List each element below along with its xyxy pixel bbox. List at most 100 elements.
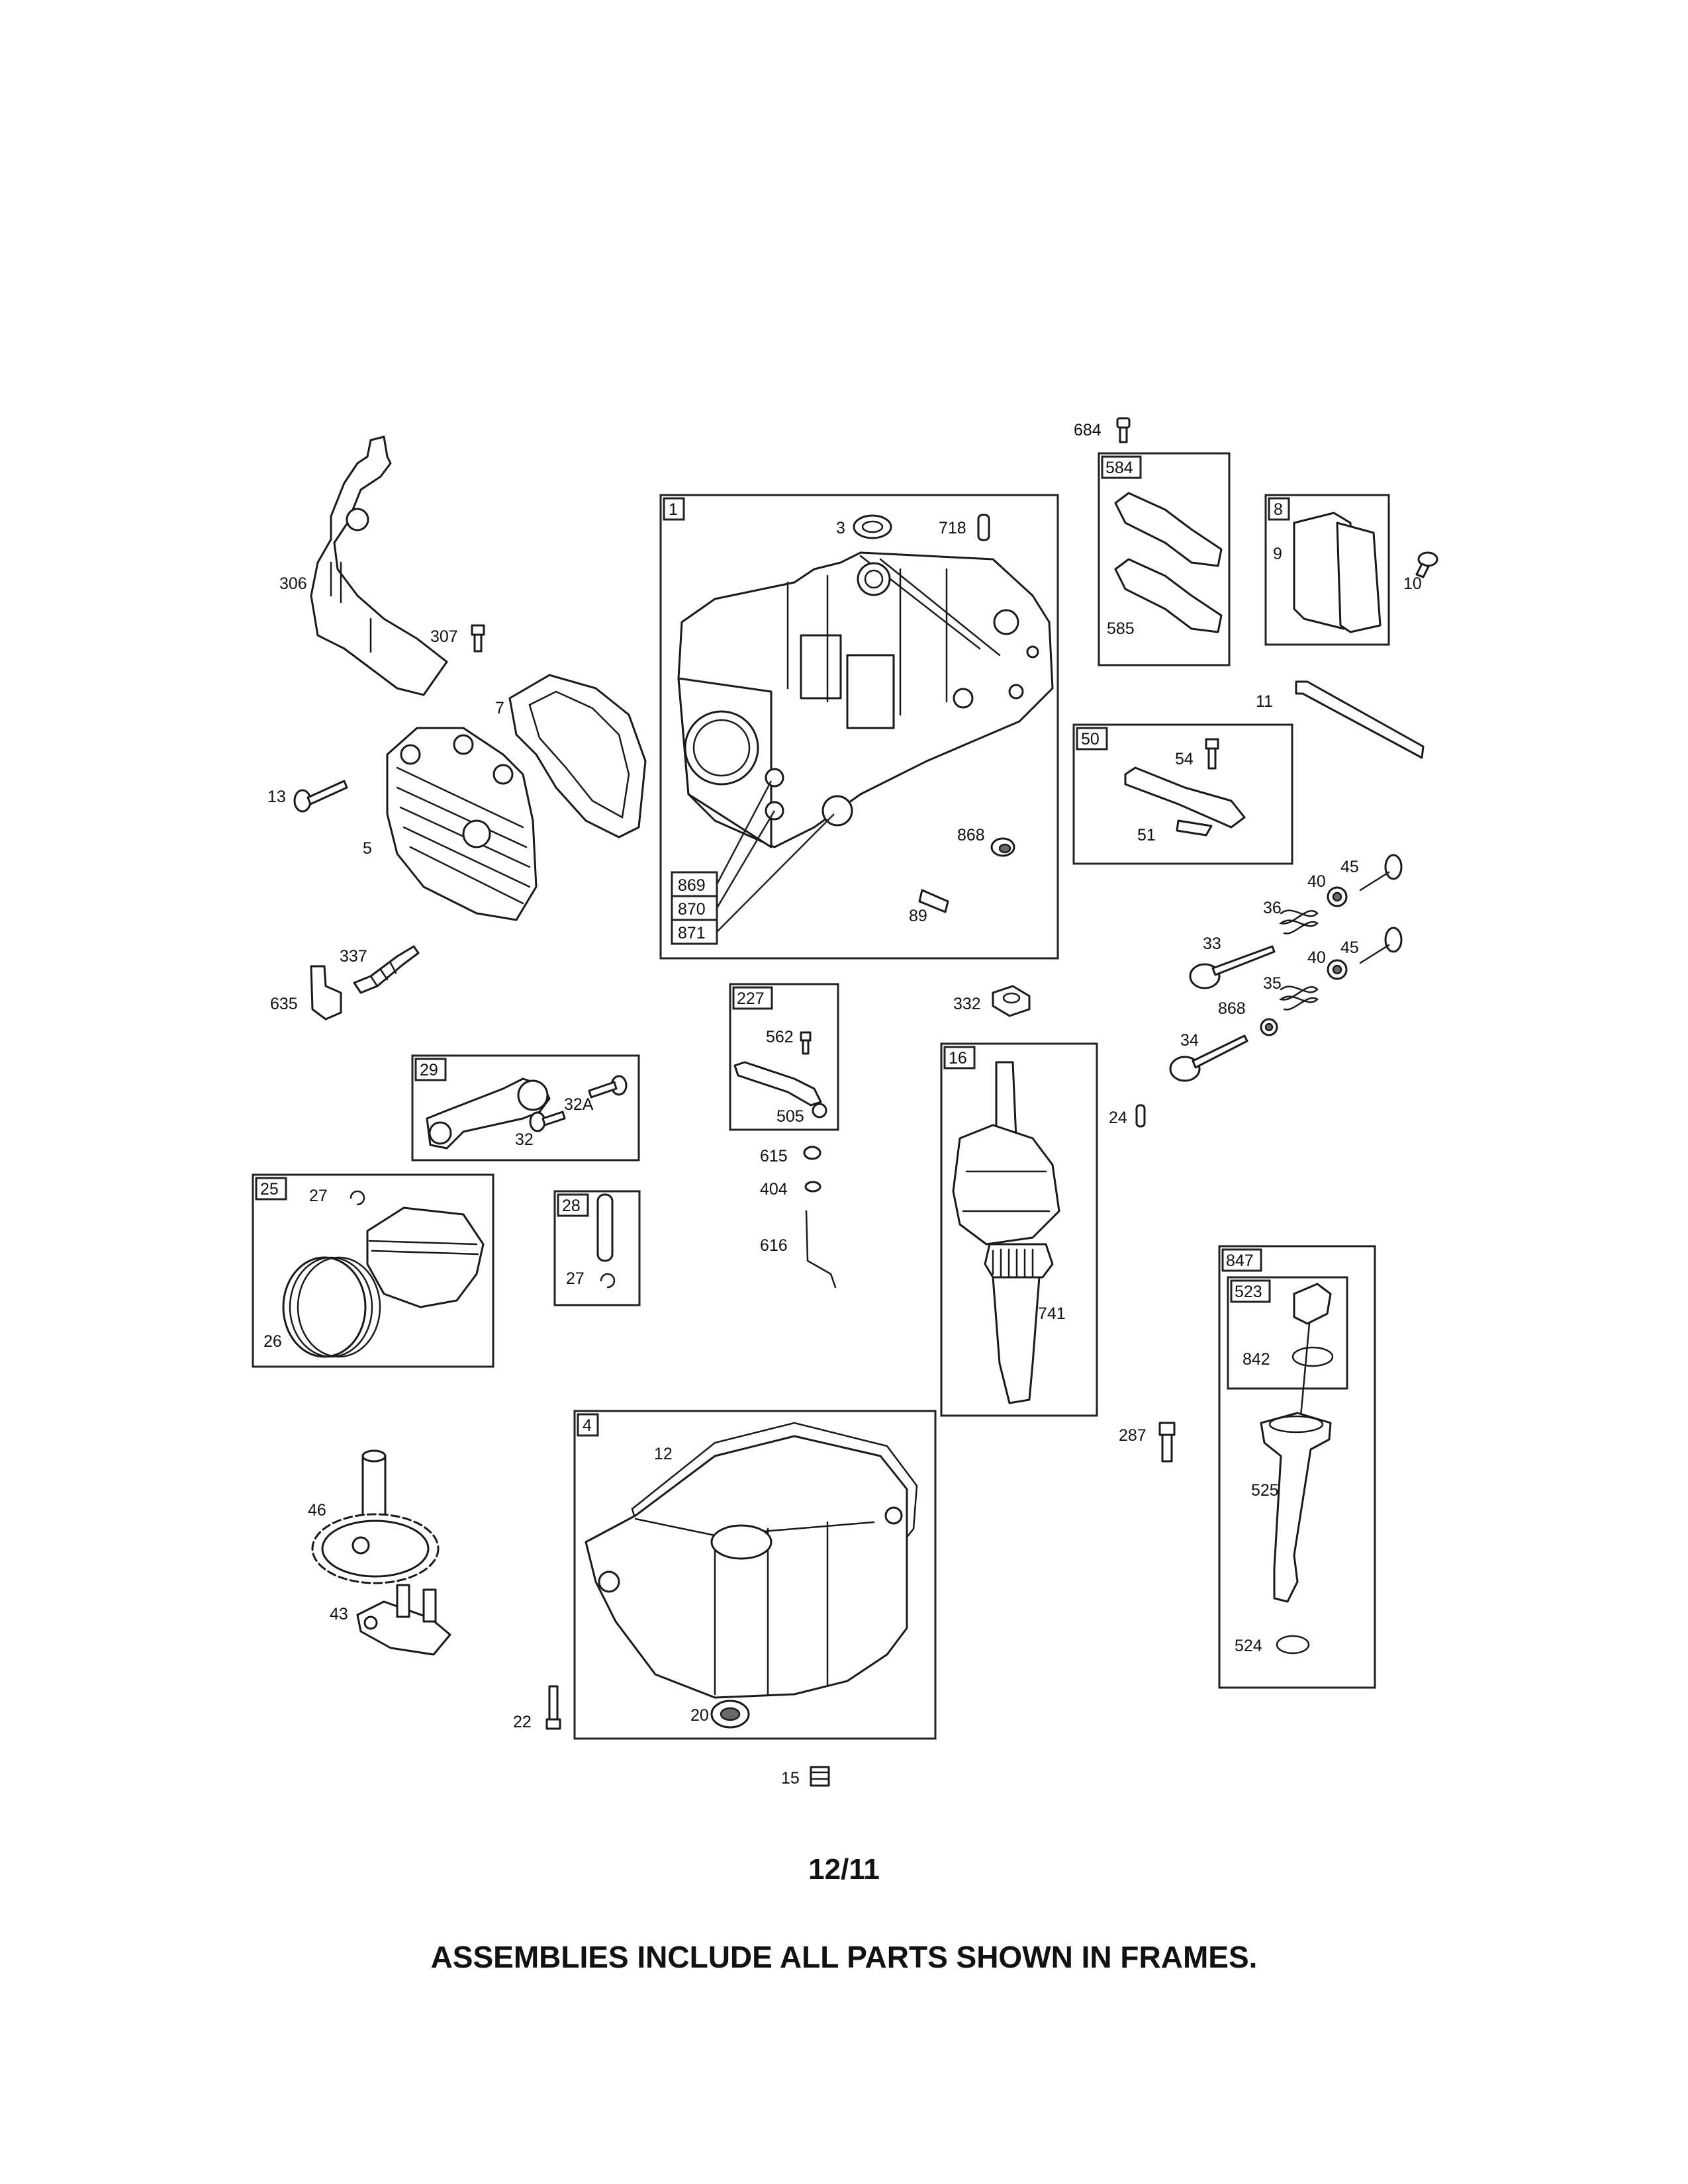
clip-27-piston: [350, 1190, 365, 1206]
pin-24: [1135, 1104, 1146, 1128]
frame-tag-523: 523: [1235, 1283, 1262, 1301]
label-11: 11: [1256, 692, 1273, 711]
label-741: 741: [1038, 1304, 1066, 1323]
label-524: 524: [1235, 1637, 1262, 1655]
label-306: 306: [279, 574, 307, 593]
valve-33: [1189, 945, 1276, 989]
label-870: 870: [678, 900, 706, 919]
label-13: 13: [267, 788, 286, 806]
frame-tag-1: 1: [669, 500, 678, 519]
label-40-upper: 40: [1307, 872, 1326, 891]
frame-227-governor-assembly: 227 562 505: [729, 983, 839, 1131]
gasket-585: [1114, 558, 1223, 633]
pin-89: [918, 889, 949, 913]
label-43: 43: [330, 1605, 348, 1623]
label-10: 10: [1403, 574, 1422, 593]
label-36: 36: [1263, 899, 1282, 917]
frame-tag-4: 4: [583, 1416, 592, 1435]
washer-404: [804, 1181, 821, 1193]
governor-shaft-616: [805, 1210, 837, 1289]
frame-tag-50: 50: [1081, 730, 1100, 749]
o-ring-842: [1291, 1346, 1334, 1367]
tube-11: [1295, 680, 1425, 759]
frame-tag-584: 584: [1105, 459, 1133, 477]
frame-tag-847: 847: [1226, 1251, 1254, 1270]
spark-plug-boot-635: [310, 965, 342, 1021]
label-89: 89: [909, 907, 927, 925]
camshaft-gear-46: [311, 1449, 440, 1584]
bracket-51: [1176, 819, 1213, 837]
seal-868-valve: [1260, 1018, 1278, 1036]
label-40-lower: 40: [1307, 948, 1326, 967]
governor-lever: [733, 1061, 822, 1107]
label-842: 842: [1243, 1350, 1270, 1369]
label-27-pin: 27: [566, 1269, 585, 1288]
retainer-40-lower: [1327, 959, 1348, 980]
plug-15: [810, 1766, 830, 1787]
spring-35: [1279, 985, 1319, 1011]
valve-cap-45-upper: [1359, 854, 1403, 891]
label-3: 3: [836, 519, 845, 537]
label-26: 26: [263, 1332, 282, 1351]
nut-505: [812, 1103, 827, 1118]
label-868-valve: 868: [1218, 999, 1246, 1018]
frame-25-piston-assembly: 25 27 26: [252, 1173, 494, 1368]
label-20: 20: [690, 1706, 709, 1725]
label-616: 616: [760, 1236, 788, 1255]
breather-cover: [1336, 522, 1382, 633]
clip-27-pin: [600, 1273, 616, 1289]
label-9: 9: [1273, 545, 1282, 563]
label-287: 287: [1119, 1426, 1147, 1445]
gasket-upper: [1114, 492, 1223, 567]
seal-3: [853, 514, 892, 539]
sump: [585, 1435, 908, 1699]
frame-4-sump-assembly: 4 12 20: [573, 1410, 937, 1740]
bolt-54: [1205, 738, 1219, 770]
bolt-22: [545, 1685, 561, 1730]
frame-1-cylinder-assembly: 1 3 718: [659, 494, 1059, 960]
label-332: 332: [953, 995, 981, 1013]
label-868-block: 868: [957, 826, 985, 844]
frame-tag-8: 8: [1274, 500, 1283, 519]
label-46: 46: [308, 1501, 326, 1520]
bolt-32A: [588, 1075, 628, 1099]
bolt-13: [293, 780, 348, 813]
label-562: 562: [766, 1028, 794, 1046]
bolt-684: [1116, 417, 1131, 443]
label-33: 33: [1203, 934, 1221, 953]
label-32A: 32A: [564, 1095, 594, 1114]
crankshaft: [952, 1061, 1060, 1404]
dipstick-tube-525: [1260, 1412, 1332, 1603]
o-ring-524: [1276, 1635, 1310, 1655]
dipstick-cap: [1293, 1283, 1332, 1325]
air-shield-306: [310, 435, 448, 696]
frame-tag-16: 16: [949, 1049, 967, 1068]
bolt-287: [1158, 1422, 1176, 1463]
label-585: 585: [1107, 619, 1135, 638]
dowel-pin-718: [977, 514, 990, 541]
label-718: 718: [939, 519, 966, 537]
cylinder-head-5: [386, 727, 538, 921]
head-gasket-7: [508, 674, 647, 839]
frame-tag-25: 25: [260, 1180, 279, 1199]
spark-plug-337: [353, 945, 420, 994]
label-32: 32: [515, 1130, 534, 1149]
label-51: 51: [1137, 826, 1156, 844]
frame-29-connecting-rod-assembly: 29 32A 32: [411, 1054, 640, 1161]
cylinder-block: [677, 551, 1054, 848]
label-684: 684: [1074, 421, 1102, 439]
label-54: 54: [1175, 750, 1194, 768]
lifters-43: [356, 1584, 451, 1656]
label-505: 505: [776, 1107, 804, 1126]
spring-36: [1279, 909, 1319, 934]
bolt-32: [529, 1111, 566, 1132]
frame-8-breather-assembly: 8 9: [1264, 494, 1390, 646]
piston-pin: [596, 1193, 614, 1262]
frame-847-dipstick-tube-assembly: 847 523 842 525 524: [1218, 1245, 1376, 1689]
label-24: 24: [1109, 1109, 1127, 1127]
label-45-lower: 45: [1340, 938, 1359, 957]
frame-16-crankshaft-assembly: 16 741: [940, 1042, 1098, 1417]
label-525: 525: [1251, 1481, 1279, 1500]
label-27-piston: 27: [309, 1187, 328, 1205]
